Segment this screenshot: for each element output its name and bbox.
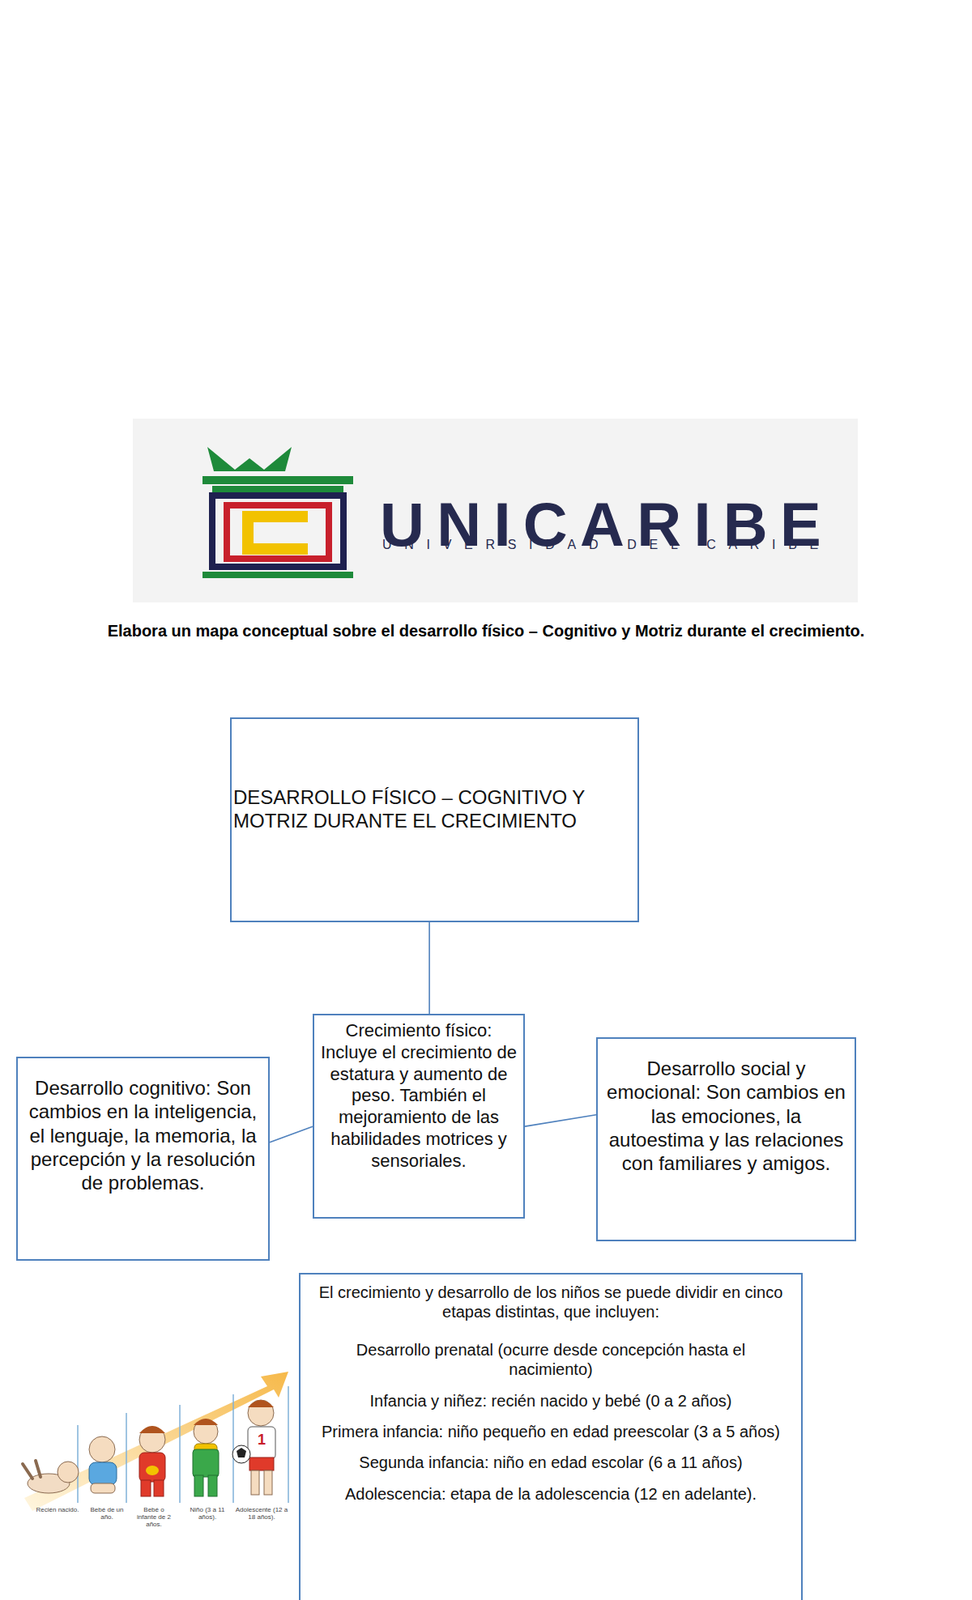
node-text: DESARROLLO FÍSICO – COGNITIVO Y MOTRIZ D…	[233, 785, 635, 834]
newborn-figure	[22, 1461, 79, 1494]
connector	[269, 1126, 313, 1143]
stage-caption: Niño (3 a 11 años).	[183, 1506, 232, 1522]
logo-icon	[202, 447, 354, 579]
stage-caption: Recién nacido.	[32, 1506, 83, 1514]
node-text: Crecimiento físico: Incluye el crecimien…	[317, 1020, 521, 1173]
concept-box: Desarrollo cognitivo: Son cambios en la …	[16, 1057, 270, 1262]
child-figure	[192, 1419, 219, 1497]
concept-box: Desarrollo social y emocional: Son cambi…	[596, 1037, 857, 1242]
toddler-figure	[139, 1426, 166, 1497]
stage-caption: Bebé de un año.	[87, 1506, 127, 1522]
node-text: Desarrollo cognitivo: Son cambios en la …	[24, 1076, 262, 1195]
jersey-number: 1	[253, 1432, 270, 1450]
concept-box: Crecimiento físico: Incluye el crecimien…	[312, 1014, 525, 1220]
stage-item: Infancia y niñez: recién nacido y bebé (…	[313, 1391, 789, 1412]
stage-item: Primera infancia: niño pequeño en edad p…	[313, 1422, 789, 1442]
node-text: Desarrollo social y emocional: Son cambi…	[604, 1057, 849, 1176]
stage-item: Adolescencia: etapa de la adolescencia (…	[313, 1484, 789, 1505]
central-concept-box: DESARROLLO FÍSICO – COGNITIVO Y MOTRIZ D…	[230, 717, 640, 923]
stage-caption: Bebé o infante de 2 años.	[136, 1506, 172, 1530]
logo-ground	[132, 418, 858, 603]
adolescent-figure	[232, 1400, 276, 1496]
baby-figure	[89, 1436, 117, 1494]
growth-arrow	[24, 1372, 289, 1512]
stage-caption: Adolescente (12 a 18 años).	[234, 1506, 289, 1522]
diagram-title: Elabora un mapa conceptual sobre el desa…	[105, 618, 867, 644]
stages-box: El crecimiento y desarrollo de los niños…	[298, 1273, 803, 1600]
stage-item: Segunda infancia: niño en edad escolar (…	[313, 1453, 789, 1473]
stage-item: Desarrollo prenatal (ocurre desde concep…	[313, 1340, 789, 1381]
connector	[428, 922, 431, 1015]
node-text: El crecimiento y desarrollo de los niños…	[313, 1283, 789, 1323]
logo-text: UNIVERSIDAD DEL CARIBE	[382, 537, 832, 553]
stage-dividers	[77, 1386, 289, 1504]
connector	[524, 1115, 597, 1127]
